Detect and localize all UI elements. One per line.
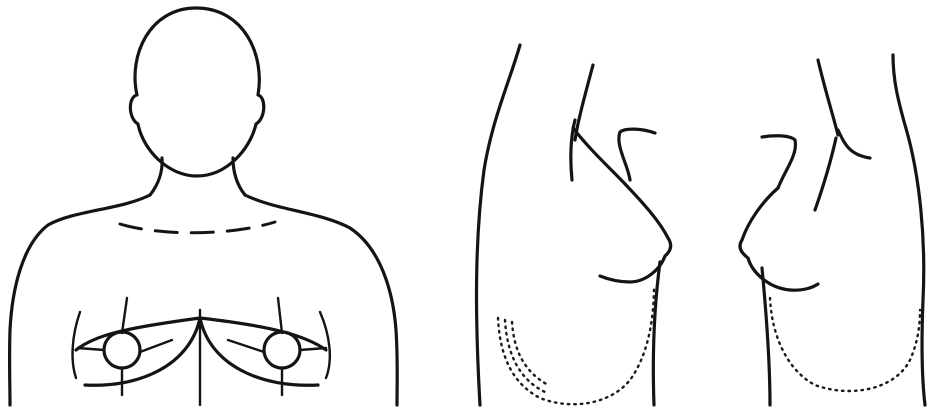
back-outline: [477, 45, 520, 405]
arm-crease-line: [838, 130, 870, 158]
upper-arm-line: [575, 65, 593, 140]
upper-arm-line: [818, 60, 838, 135]
neck-left-outline: [150, 158, 162, 195]
back-outline: [893, 55, 925, 405]
inframammary-dotted-line: [770, 298, 920, 391]
front-torso-outline: [653, 262, 660, 405]
neck-right-outline: [233, 158, 245, 195]
right-oblique-view-panel: [477, 45, 671, 405]
right-axilla-line: [320, 312, 330, 378]
clavicle-dashed-line: [120, 222, 275, 233]
inframammary-dotted-line-inner2: [512, 322, 548, 385]
head-outline: [130, 8, 263, 176]
left-axilla-line: [73, 312, 80, 378]
front-torso-outline: [762, 268, 770, 405]
right-breast-vertical-mark: [278, 298, 282, 395]
inframammary-dotted-line: [498, 285, 654, 404]
axilla-line: [815, 138, 836, 210]
right-areola-circle: [264, 332, 300, 368]
shoulder-hook-line: [762, 136, 795, 188]
breast-profile-outline: [740, 188, 818, 290]
front-view-panel: [10, 8, 398, 405]
right-shoulder-outline: [245, 195, 397, 405]
left-areola-circle: [104, 332, 140, 368]
inframammary-dotted-line-inner: [505, 320, 545, 392]
left-oblique-view-panel: [740, 55, 925, 405]
shoulder-hook-line: [619, 129, 655, 180]
left-breast-vertical-mark: [122, 298, 127, 395]
